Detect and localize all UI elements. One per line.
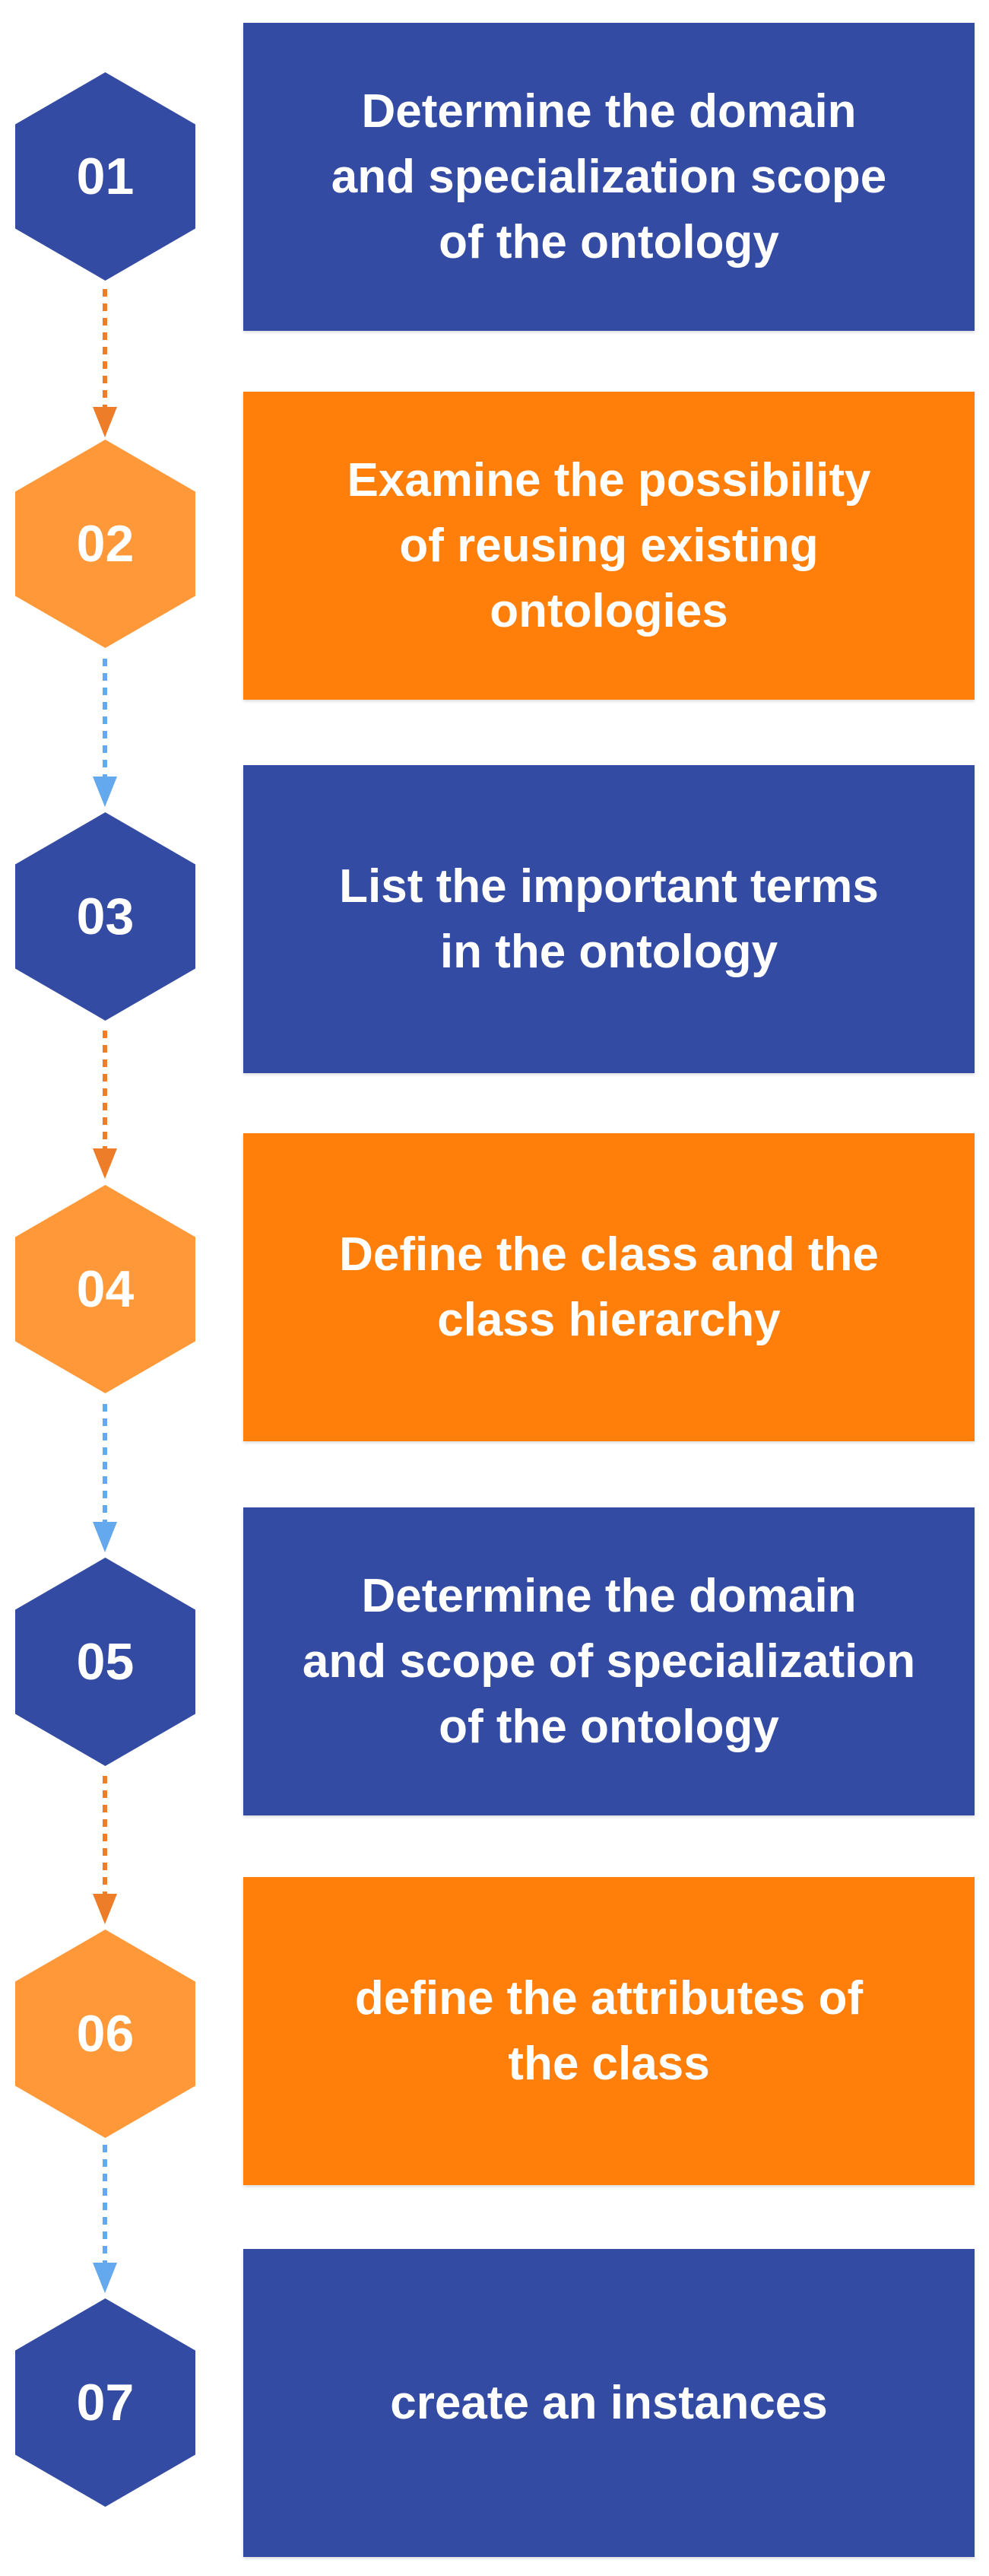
hexagon-shape [15, 1558, 195, 1766]
step-02-box: Examine the possibility of reusing exist… [243, 392, 975, 700]
step-02-text: Examine the possibility of reusing exist… [347, 453, 871, 637]
connector-01-02 [82, 289, 128, 441]
hexagon-shape [15, 1930, 195, 2138]
step-05-hexagon: 05 [15, 1558, 195, 1766]
step-07-hexagon: 07 [15, 2298, 195, 2507]
step-06-hexagon: 06 [15, 1930, 195, 2138]
step-06-text: define the attributes of the class [354, 1971, 864, 2090]
hexagon-shape [15, 440, 195, 648]
blue-dotted-arrow [93, 1404, 117, 1552]
step-06-number: 06 [76, 2005, 135, 2063]
connector-03-04 [82, 1031, 128, 1183]
step-02-number: 02 [76, 515, 135, 573]
connector-04-05 [82, 1404, 128, 1556]
step-05-text: Determine the domain and scope of specia… [302, 1569, 916, 1753]
orange-dotted-arrow [93, 1031, 117, 1179]
step-01-box: Determine the domain and specialization … [243, 23, 975, 331]
step-05-box: Determine the domain and scope of specia… [243, 1507, 975, 1815]
orange-dotted-arrow [93, 1776, 117, 1924]
step-01-text: Determine the domain and specialization … [331, 84, 887, 268]
step-07-box: create an instances [243, 2249, 975, 2557]
step-07-text: create an instances [390, 2376, 828, 2429]
step-07-number: 07 [76, 2374, 135, 2431]
step-03-box: List the important terms in the ontology [243, 765, 975, 1073]
step-03-number: 03 [76, 888, 135, 945]
hexagon-shape [15, 2298, 195, 2507]
hexagon-shape [15, 1185, 195, 1393]
step-01-number: 01 [76, 148, 135, 205]
step-04-hexagon: 04 [15, 1185, 195, 1393]
step-05-number: 05 [76, 1633, 135, 1691]
step-03-hexagon: 03 [15, 812, 195, 1021]
step-04-number: 04 [76, 1260, 135, 1318]
step-06-box: define the attributes of the class [243, 1877, 975, 2185]
hexagon-shape [15, 812, 195, 1021]
connector-06-07 [82, 2145, 128, 2297]
step-04-box: Define the class and the class hierarchy [243, 1133, 975, 1441]
step-02-hexagon: 02 [15, 440, 195, 648]
step-03-text: List the important terms in the ontology [339, 859, 879, 978]
connector-02-03 [82, 659, 128, 811]
blue-dotted-arrow [93, 659, 117, 807]
step-04-text: Define the class and the class hierarchy [339, 1228, 879, 1346]
orange-dotted-arrow [93, 289, 117, 437]
step-01-hexagon: 01 [15, 72, 195, 281]
connector-05-06 [82, 1776, 128, 1928]
hexagon-shape [15, 72, 195, 281]
blue-dotted-arrow [93, 2145, 117, 2293]
